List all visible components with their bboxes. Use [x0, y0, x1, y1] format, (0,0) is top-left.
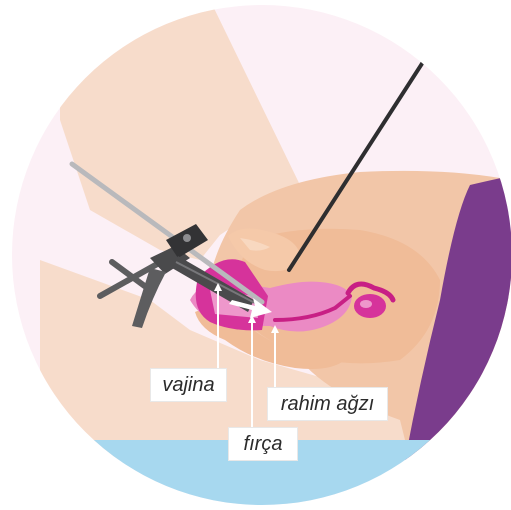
ovary-highlight	[360, 300, 372, 308]
label-firca: fırça	[228, 427, 298, 461]
label-rahim-agzi: rahim ağzı	[267, 387, 388, 421]
label-vajina: vajina	[150, 368, 227, 402]
